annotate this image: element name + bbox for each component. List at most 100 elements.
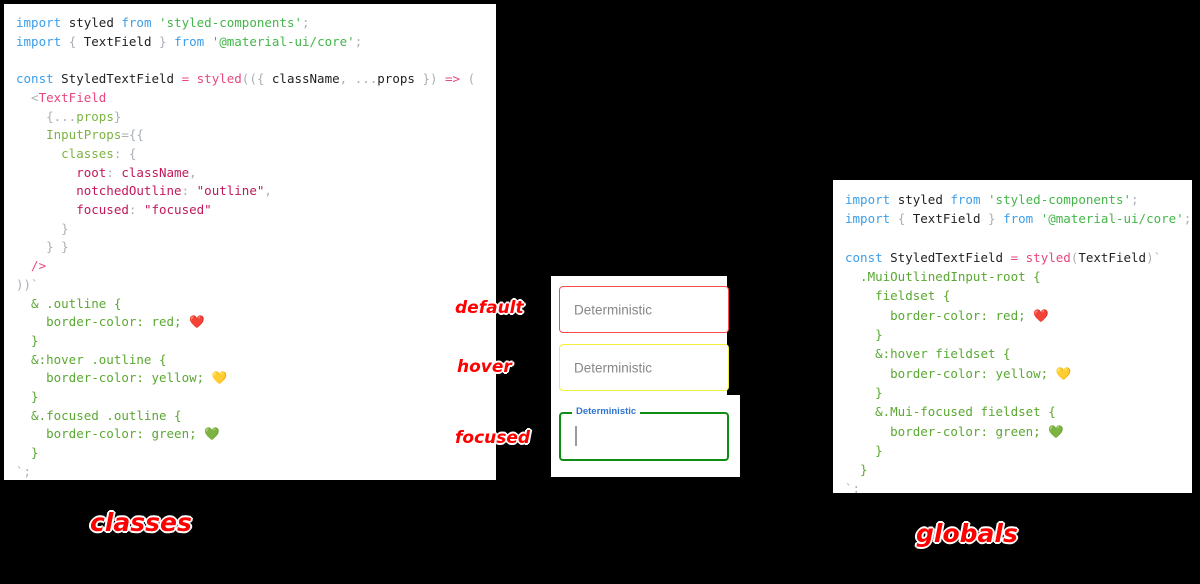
code-token: ... — [354, 71, 378, 87]
code-token: from — [174, 33, 212, 49]
code-token: } — [845, 442, 883, 458]
code-token: 💚 — [1048, 423, 1064, 439]
code-token: className — [121, 164, 190, 180]
code-token: } — [845, 384, 883, 400]
code-token: ( — [1070, 249, 1079, 265]
code-token: StyledTextField — [61, 71, 182, 87]
textfield-default-value: Deterministic — [574, 302, 653, 317]
textfield-focused-label: Deterministic — [572, 406, 641, 417]
code-token: 'styled-components' — [988, 192, 1132, 207]
code-token: border-color: yellow; — [845, 365, 1056, 381]
code-token: ={{ — [121, 127, 144, 143]
code-token: TextField — [912, 211, 989, 227]
code-token: notchedOutline — [16, 183, 182, 199]
code-token: fieldset { — [845, 288, 951, 304]
code-token: &.focused .outline { — [16, 407, 182, 423]
code-token: } — [159, 33, 175, 49]
code-token: } — [16, 445, 39, 461]
code-token: } — [16, 332, 39, 348]
code-token: < — [16, 89, 39, 105]
code-token: '@material-ui/core' — [1040, 211, 1184, 227]
code-token: 💚 — [204, 426, 220, 442]
code-token: (({ — [241, 71, 272, 87]
code-token: } — [845, 327, 883, 343]
code-token: /> — [16, 258, 47, 274]
code-token: } — [845, 462, 868, 478]
code-token: border-color: red; — [845, 307, 1034, 323]
code-token: focused — [16, 202, 129, 218]
code-token: , — [189, 164, 197, 180]
code-token: &:hover .outline { — [16, 351, 167, 367]
code-token: styled — [897, 192, 951, 207]
code-token: "focused" — [143, 202, 212, 218]
code-token: &:hover fieldset { — [845, 346, 1011, 362]
textfield-hover-value: Deterministic — [574, 360, 653, 375]
code-token: import — [845, 211, 898, 227]
code-token: TextField — [1078, 249, 1147, 265]
code-token: : — [106, 164, 122, 180]
code-token: TextField — [83, 33, 160, 49]
textfield-default[interactable]: Deterministic — [559, 286, 729, 333]
code-panel-classes: import styled from 'styled-components'; … — [4, 4, 496, 480]
annotation-default: default — [455, 298, 524, 318]
code-token: ; — [354, 33, 363, 49]
code-token: from — [950, 192, 989, 207]
code-token: styled — [196, 71, 242, 87]
code-token: & .outline { — [16, 295, 122, 311]
code-token: ))` — [16, 276, 39, 292]
code-token: props — [377, 71, 415, 87]
code-token: ; — [302, 15, 310, 30]
code-token: } } — [16, 239, 69, 255]
code-token: : — [181, 183, 197, 199]
code-token: { — [68, 33, 84, 49]
code-token: ❤️ — [189, 314, 205, 330]
code-token: => — [445, 71, 468, 87]
code-token: import — [845, 192, 898, 207]
code-token: : { — [113, 145, 137, 161]
code-token: styled — [68, 15, 122, 30]
code-token: } — [16, 220, 69, 236]
code-token: border-color: green; — [845, 423, 1049, 439]
code-token: {... — [16, 108, 77, 124]
textfield-focused[interactable]: Deterministic — [559, 406, 729, 461]
code-token: } — [113, 108, 122, 124]
code-token: `; — [845, 481, 861, 493]
annotation-hover: hover — [457, 357, 512, 377]
code-token: const — [845, 249, 891, 265]
code-token: .MuiOutlinedInput-root { — [845, 269, 1041, 285]
code-token: `; — [16, 463, 32, 479]
code-token: }) — [414, 71, 446, 87]
code-token: : — [128, 202, 144, 218]
code-block-globals: import styled from 'styled-components'; … — [845, 190, 1191, 493]
code-token: 'styled-components' — [159, 15, 303, 30]
code-token: } — [988, 211, 1004, 227]
code-token: &.Mui-focused fieldset { — [845, 404, 1056, 420]
code-token: { — [897, 211, 913, 227]
code-token: ; — [1183, 211, 1192, 227]
code-token: from — [1003, 211, 1041, 227]
textfield-hover[interactable]: Deterministic — [559, 344, 729, 391]
code-token: 💛 — [211, 370, 228, 386]
code-token: , — [264, 183, 272, 199]
title-globals: globals — [916, 519, 1018, 548]
code-token: '@material-ui/core' — [211, 33, 355, 49]
code-token: ( — [467, 71, 476, 87]
code-block-classes: import styled from 'styled-components'; … — [16, 14, 484, 480]
code-token: border-color: green; — [16, 426, 205, 442]
code-token: InputProps — [16, 127, 122, 143]
code-token: props — [76, 108, 114, 124]
title-classes: classes — [90, 508, 192, 537]
code-token: const — [16, 71, 62, 87]
code-token: ❤️ — [1033, 307, 1049, 323]
text-caret — [575, 426, 577, 446]
code-token: )` — [1146, 249, 1162, 265]
code-token: className — [271, 71, 340, 87]
code-token: StyledTextField — [890, 249, 1011, 265]
code-token: ; — [1131, 192, 1139, 207]
code-token: } — [16, 389, 39, 405]
annotation-focused: focused — [455, 428, 531, 448]
code-token: "outline" — [196, 183, 265, 199]
code-token: , — [339, 71, 355, 87]
code-token: = — [181, 71, 197, 87]
code-token: TextField — [38, 89, 107, 105]
